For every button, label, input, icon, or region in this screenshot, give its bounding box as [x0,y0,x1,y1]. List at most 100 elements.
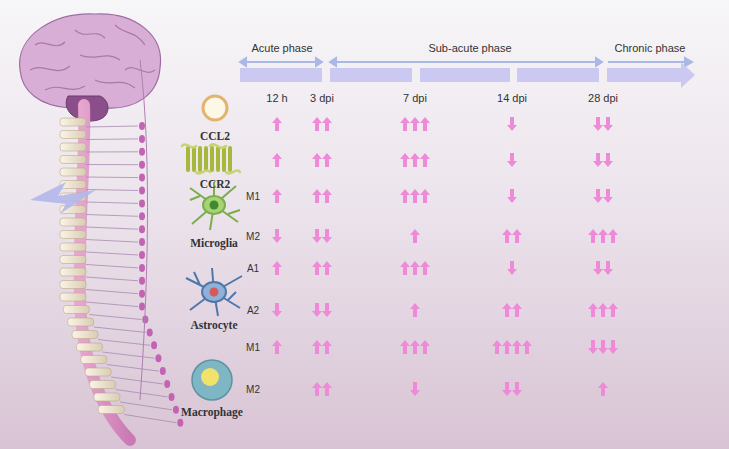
down-arrow [593,153,603,167]
phenotype-label: M2 [246,231,260,242]
ganglion [139,199,145,207]
brain [20,14,161,121]
down-arrow [312,229,322,243]
up-arrow [588,303,598,317]
macrophage-icon [192,360,232,400]
ganglion [139,161,145,169]
up-arrow [492,340,502,354]
nerve-root [120,402,172,410]
phase-label: Acute phase [251,42,312,54]
nerve-root [86,290,138,294]
ganglion [139,174,145,182]
ccl2-icon [203,96,227,120]
down-arrow [588,340,598,354]
up-arrow [322,153,332,167]
up-arrow [588,229,598,243]
ganglion [173,406,179,414]
vertebra [60,243,86,251]
ganglion [139,238,145,246]
up-arrow [502,340,512,354]
up-arrow [420,340,430,354]
ganglion [164,380,170,388]
ganglion [155,354,161,362]
nerve-root [111,377,163,384]
cell-label: Microglia [190,237,238,249]
up-arrow [420,153,430,167]
time-label: 14 dpi [497,92,527,104]
nerve-root [86,265,138,268]
ganglion [139,290,145,298]
vertebra [90,381,116,389]
up-arrow [322,261,332,275]
down-arrow [603,189,613,203]
vertebrae [60,118,124,414]
up-arrow [272,261,282,275]
timeline [240,58,695,88]
nerve-root [86,277,138,281]
down-arrow [598,340,608,354]
ganglion [169,393,175,401]
up-arrow [322,189,332,203]
up-arrow [410,261,420,275]
up-arrow [522,340,532,354]
down-arrow [593,117,603,131]
nerve-root [107,365,159,372]
spinal-cord [80,105,130,440]
molecule-label: CCR2 [200,178,231,190]
nerve-chain [140,60,148,400]
nerve-root [102,352,154,358]
vertebra [60,168,86,176]
nerve-root [86,240,138,243]
ganglion [139,264,145,272]
up-arrow [272,340,282,354]
ganglion [160,367,166,375]
injury-bolt [30,182,96,214]
down-arrow [507,189,517,203]
up-arrow [322,382,332,396]
ganglion [139,225,145,233]
up-arrow [608,229,618,243]
time-label: 7 dpi [403,92,427,104]
ganglion [139,251,145,259]
up-arrow [410,117,420,131]
vertebra [81,356,107,364]
up-arrow [312,189,322,203]
nerve-root [89,315,141,320]
down-arrow [603,153,613,167]
vertebra [60,143,86,151]
up-arrow [598,229,608,243]
time-label: 12 h [266,92,287,104]
vertebra [60,131,86,139]
ganglion [147,328,153,336]
ganglion [151,341,157,349]
phenotype-label: M1 [246,191,260,202]
vertebra [60,268,86,276]
time-label: 28 dpi [588,92,618,104]
up-arrow [400,117,410,131]
nerve-root [86,126,138,127]
time-label: 3 dpi [310,92,334,104]
nerve-root [124,415,176,423]
vertebra [72,331,98,339]
up-arrow [312,261,322,275]
up-arrow [420,117,430,131]
nerve-root [86,215,138,217]
phenotype-label: M1 [246,342,260,353]
up-arrow [512,229,522,243]
up-arrow [420,189,430,203]
ganglion [177,419,183,427]
ganglion [139,212,145,220]
vertebra [63,306,89,314]
nerve-root [86,138,138,140]
down-arrow [322,229,332,243]
cell-label: Astrocyte [190,319,237,331]
up-arrow [410,153,420,167]
up-arrow [322,117,332,131]
nerve-root [86,202,138,203]
nerve-root [86,227,138,229]
ganglion [139,135,145,143]
down-arrow [603,261,613,275]
vertebra [76,343,102,351]
up-arrow [272,189,282,203]
